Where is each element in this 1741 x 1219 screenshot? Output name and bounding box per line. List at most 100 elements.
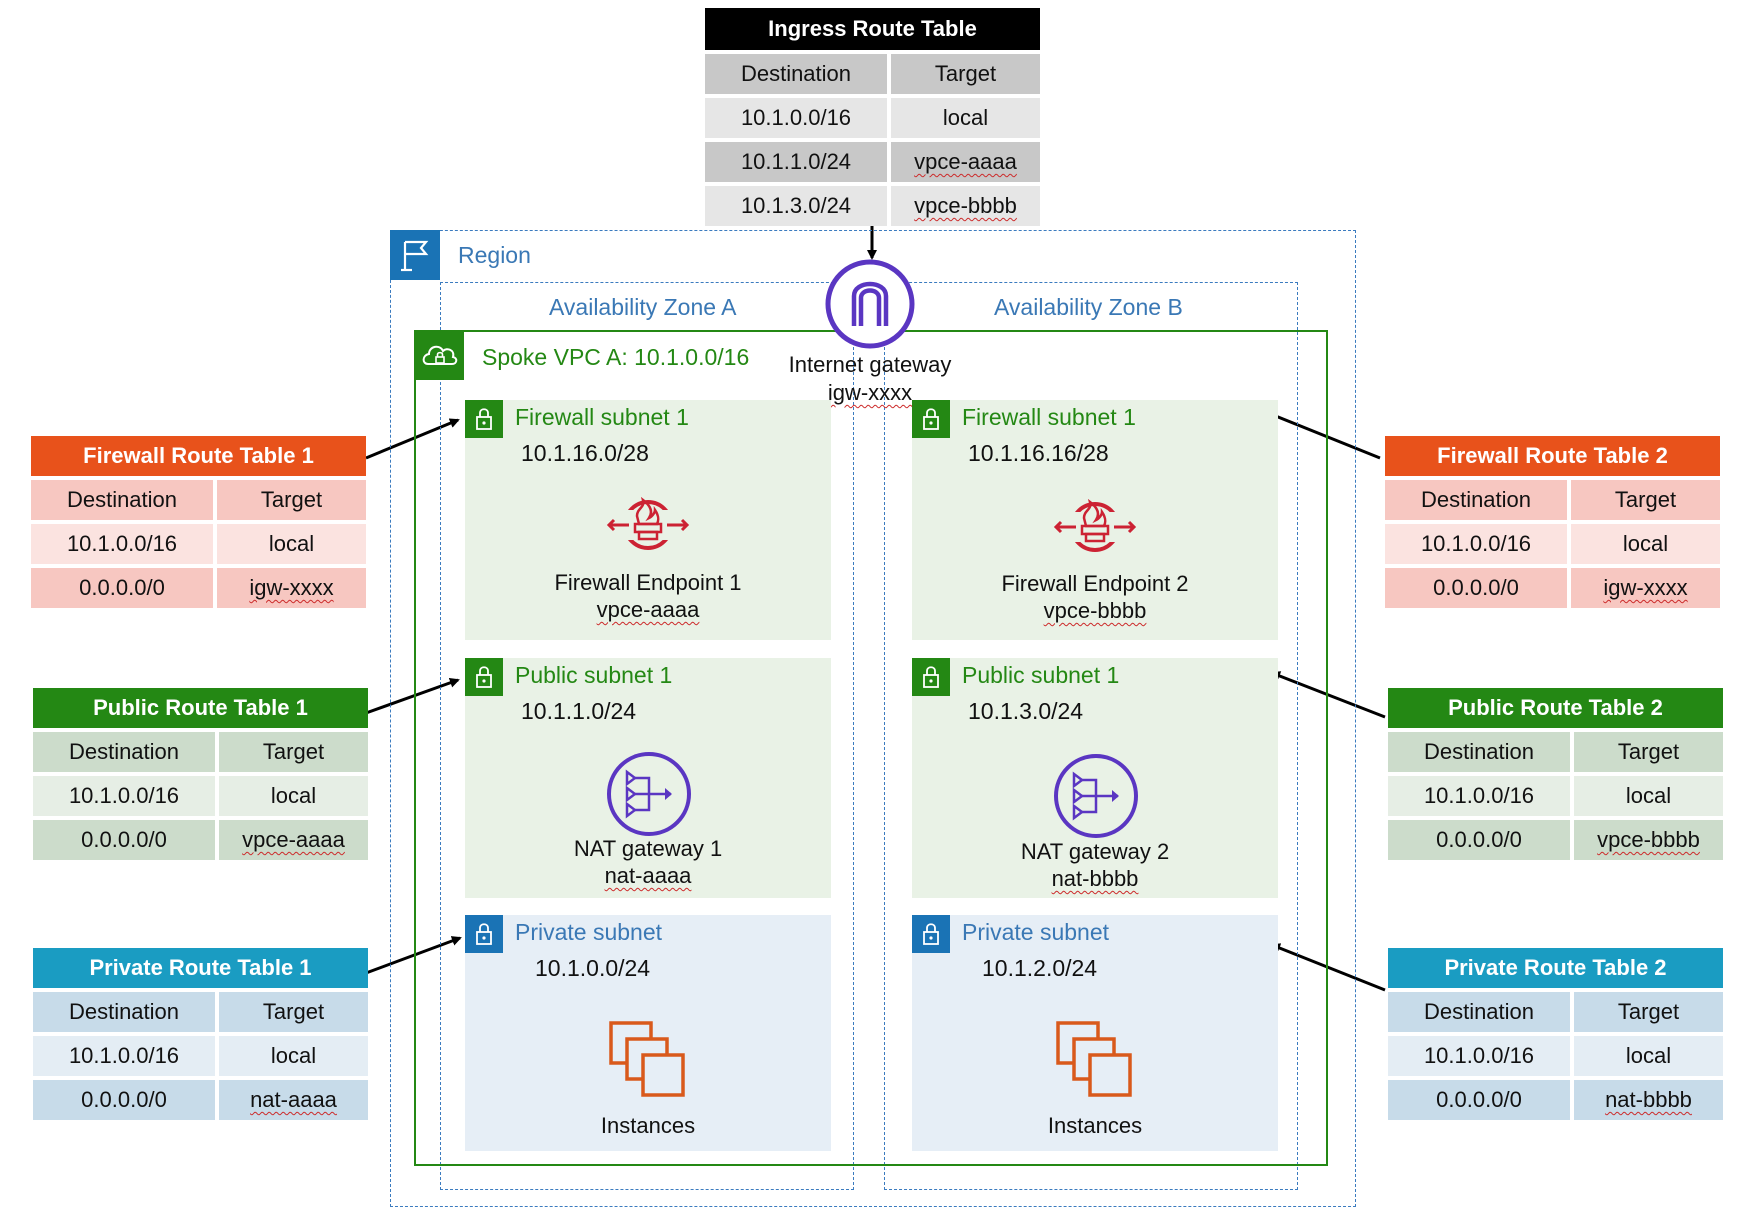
table-row: 0.0.0.0/0 vpce-aaaa [33, 820, 368, 860]
firewall-endpoint-icon [603, 480, 693, 575]
zone-b-label: Availability Zone B [994, 294, 1183, 320]
destination-cell: 10.1.0.0/16 [1388, 1036, 1570, 1076]
header-cell: Target [891, 54, 1040, 94]
header-cell: Target [1574, 732, 1723, 772]
header-cell: Destination [1385, 480, 1567, 520]
table-header-row: Destination Target [705, 54, 1040, 94]
region-label: Region [458, 242, 531, 268]
vpc-label: Spoke VPC A: 10.1.0.0/16 [482, 344, 750, 370]
header-cell: Destination [705, 54, 887, 94]
table-header-row: Destination Target [31, 480, 366, 520]
table-row: 10.1.0.0/16 local [1388, 1036, 1723, 1076]
region-boundary [390, 230, 1356, 1207]
table-header-row: Destination Target [33, 732, 368, 772]
table-title: Ingress Route Table [705, 8, 1040, 50]
target-cell: nat-aaaa [219, 1080, 368, 1120]
subnet-cidr: 10.1.2.0/24 [982, 955, 1098, 981]
target-value: vpce-aaaa [242, 827, 345, 852]
target-value: local [270, 1043, 317, 1068]
subnet-cidr: 10.1.3.0/24 [968, 698, 1084, 724]
target-cell: vpce-bbbb [891, 186, 1040, 226]
lock-icon [912, 915, 950, 953]
table-row: 10.1.0.0/16 local [33, 1036, 368, 1076]
subnet-cidr: 10.1.0.0/24 [535, 955, 651, 981]
destination-cell: 10.1.0.0/16 [1385, 524, 1567, 564]
table-header-row: Destination Target [1388, 732, 1723, 772]
cloud-lock-icon [414, 330, 464, 380]
subnet-cidr: 10.1.16.16/28 [968, 440, 1109, 466]
destination-cell: 0.0.0.0/0 [1385, 568, 1567, 608]
target-value: vpce-aaaa [914, 149, 1017, 174]
nat-gateway-icon [1052, 752, 1140, 845]
pub2-arrow [1270, 671, 1386, 719]
header-cell: Target [217, 480, 366, 520]
header-cell: Target [1571, 480, 1720, 520]
subnet-cidr: 10.1.16.0/28 [521, 440, 649, 466]
instances-icon [1050, 1017, 1140, 1112]
private-route-table-2: Private Route Table 2 Destination Target… [1388, 948, 1723, 1120]
firewall-endpoint-icon [1050, 482, 1140, 577]
subnet-title: Public subnet 1 [515, 662, 673, 688]
pub1-arrow [365, 677, 460, 715]
target-cell: local [1574, 1036, 1723, 1076]
header-cell: Target [219, 732, 368, 772]
table-row: 10.1.0.0/16 local [31, 524, 366, 564]
target-cell: local [217, 524, 366, 564]
header-cell: Target [219, 992, 368, 1032]
header-cell: Target [1574, 992, 1723, 1032]
destination-cell: 10.1.3.0/24 [705, 186, 887, 226]
destination-cell: 10.1.1.0/24 [705, 142, 887, 182]
target-value: local [1625, 783, 1672, 808]
igw-id: igw-xxxx [827, 380, 913, 405]
firewall-route-table-1: Firewall Route Table 1 Destination Targe… [31, 436, 366, 608]
target-cell: vpce-aaaa [219, 820, 368, 860]
table-title: Public Route Table 1 [33, 688, 368, 728]
subnet-title: Private subnet [962, 919, 1110, 945]
target-value: igw-xxxx [1603, 575, 1688, 600]
target-cell: local [891, 98, 1040, 138]
public-route-table-1: Public Route Table 1 Destination Target … [33, 688, 368, 860]
destination-cell: 10.1.0.0/16 [31, 524, 213, 564]
lock-icon [912, 658, 950, 696]
table-row: 0.0.0.0/0 nat-bbbb [1388, 1080, 1723, 1120]
lock-icon [465, 400, 503, 438]
subnet-cidr: 10.1.1.0/24 [521, 698, 637, 724]
header-cell: Destination [33, 732, 215, 772]
table-row: 0.0.0.0/0 nat-aaaa [33, 1080, 368, 1120]
public-subnet-b: Public subnet 1 10.1.3.0/24 NAT gateway … [912, 658, 1278, 898]
target-cell: local [219, 776, 368, 816]
destination-cell: 10.1.0.0/16 [1388, 776, 1570, 816]
resource-id: nat-aaaa [604, 863, 692, 888]
target-value: vpce-bbbb [1597, 827, 1700, 852]
zone-a-label: Availability Zone A [549, 294, 737, 320]
firewall-subnet-b: Firewall subnet 1 10.1.16.16/28 Firewall… [912, 400, 1278, 640]
destination-cell: 0.0.0.0/0 [31, 568, 213, 608]
target-cell: vpce-aaaa [891, 142, 1040, 182]
priv2-arrow [1270, 943, 1386, 992]
table-row: 10.1.0.0/16 local [1388, 776, 1723, 816]
priv1-arrow [365, 936, 462, 975]
table-title: Private Route Table 1 [33, 948, 368, 988]
destination-cell: 10.1.0.0/16 [33, 776, 215, 816]
private-subnet-a: Private subnet 10.1.0.0/24 Instances [465, 915, 831, 1151]
resource-id: vpce-aaaa [596, 597, 700, 622]
resource-name: NAT gateway 1 [573, 836, 723, 861]
resource-name: Instances [1047, 1113, 1143, 1138]
availability-zone-b [884, 282, 1298, 1190]
public-route-table-2: Public Route Table 2 Destination Target … [1388, 688, 1723, 860]
fw1-arrow [365, 418, 460, 460]
target-value: local [1625, 1043, 1672, 1068]
ingress-route-table: Ingress Route Table Destination Target 1… [705, 8, 1040, 226]
table-row: 10.1.3.0/24 vpce-bbbb [705, 186, 1040, 226]
table-title: Public Route Table 2 [1388, 688, 1723, 728]
target-value: nat-aaaa [250, 1087, 337, 1112]
firewall-subnet-a: Firewall subnet 1 10.1.16.0/28 Firewall … [465, 400, 831, 640]
private-route-table-1: Private Route Table 1 Destination Target… [33, 948, 368, 1120]
subnet-title: Public subnet 1 [962, 662, 1120, 688]
table-row: 10.1.0.0/16 local [1385, 524, 1720, 564]
destination-cell: 0.0.0.0/0 [1388, 1080, 1570, 1120]
header-cell: Destination [31, 480, 213, 520]
fw2-arrow [1266, 411, 1381, 460]
lock-icon [465, 658, 503, 696]
